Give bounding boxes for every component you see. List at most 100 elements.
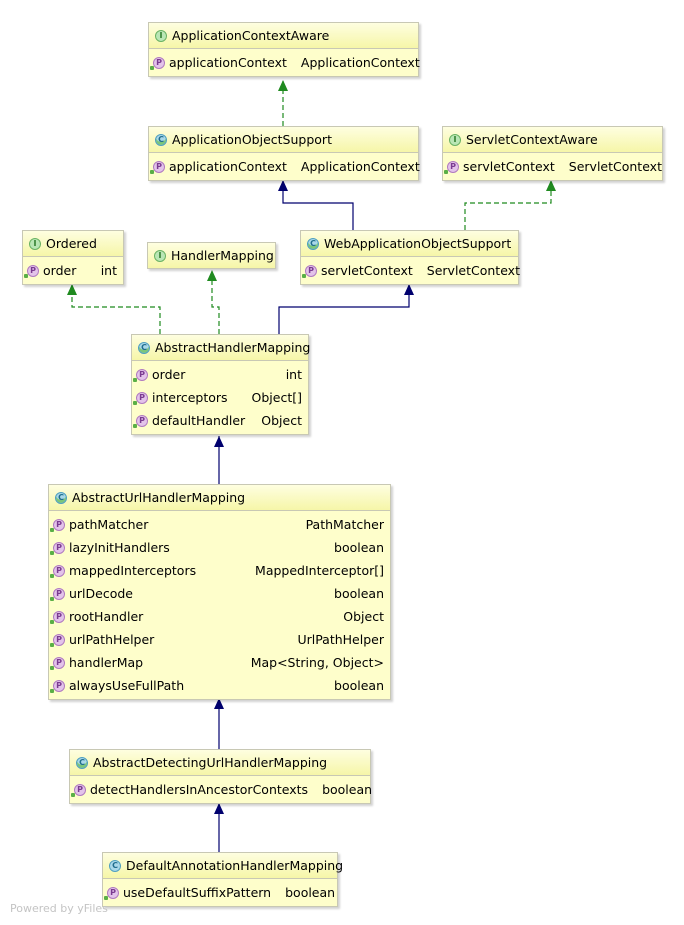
- public-access-icon: [50, 596, 54, 601]
- field-name: defaultHandler: [152, 413, 246, 428]
- field-type: boolean: [334, 678, 384, 693]
- field-type: boolean: [285, 885, 336, 900]
- field-type: PathMatcher: [305, 517, 384, 532]
- public-access-icon: [50, 550, 54, 555]
- field-type: ServletContext: [568, 159, 662, 174]
- class-name: ApplicationContextAware: [172, 28, 330, 43]
- public-access-icon: [302, 273, 306, 278]
- field-name: rootHandler: [69, 609, 144, 624]
- property-icon: P: [50, 541, 65, 555]
- class-icon: C: [109, 859, 121, 872]
- arrowhead-icon: [278, 80, 288, 91]
- property-icon-letter: P: [156, 162, 162, 171]
- public-access-icon: [133, 377, 137, 382]
- field-name: servletContext: [321, 263, 413, 278]
- property-icon: P: [104, 886, 119, 900]
- extends-edge: [278, 284, 410, 334]
- property-icon-letter: P: [56, 658, 62, 667]
- field-name: pathMatcher: [69, 517, 149, 532]
- abstract-class-icon: C: [138, 341, 150, 354]
- property-icon-letter: P: [56, 681, 62, 690]
- arrowhead-icon: [404, 284, 414, 295]
- property-icon-letter: P: [56, 566, 62, 575]
- field-name: order: [152, 367, 186, 382]
- field-type: Map<String, Object>: [250, 655, 384, 670]
- field-name: order: [43, 263, 77, 278]
- interface-icon: I: [154, 249, 166, 262]
- public-access-icon: [50, 642, 54, 647]
- field-name: alwaysUseFullPath: [69, 678, 185, 693]
- field-type: ApplicationContext: [300, 55, 420, 70]
- property-icon-letter: P: [56, 635, 62, 644]
- field-type: Object[]: [251, 390, 302, 405]
- field-name: useDefaultSuffixPattern: [123, 885, 272, 900]
- field-name: lazyInitHandlers: [69, 540, 170, 555]
- field-type: Object: [343, 609, 384, 624]
- abstract-class-icon: C: [307, 237, 319, 250]
- property-icon-letter: P: [450, 162, 456, 171]
- arrowhead-icon: [214, 803, 224, 814]
- interface-icon: I: [29, 237, 41, 250]
- public-access-icon: [50, 619, 54, 624]
- property-icon-letter: P: [30, 266, 36, 275]
- field-type: int: [100, 263, 117, 278]
- field-type: UrlPathHelper: [297, 632, 384, 647]
- property-icon-letter: P: [56, 543, 62, 552]
- class-name: Ordered: [46, 236, 97, 251]
- property-icon: P: [24, 264, 39, 278]
- public-access-icon: [71, 792, 75, 797]
- field-name: applicationContext: [169, 159, 287, 174]
- field-type: boolean: [334, 586, 384, 601]
- field-type: boolean: [334, 540, 384, 555]
- public-access-icon: [24, 273, 28, 278]
- property-icon-letter: P: [139, 370, 145, 379]
- property-icon-letter: P: [156, 58, 162, 67]
- property-icon-letter: P: [56, 589, 62, 598]
- field-name: handlerMap: [69, 655, 144, 670]
- class-name: AbstractDetectingUrlHandlerMapping: [93, 755, 328, 770]
- field-type: ServletContext: [426, 263, 520, 278]
- public-access-icon: [50, 688, 54, 693]
- property-icon: P: [444, 160, 459, 174]
- public-access-icon: [50, 573, 54, 578]
- class-name: ServletContextAware: [466, 132, 598, 147]
